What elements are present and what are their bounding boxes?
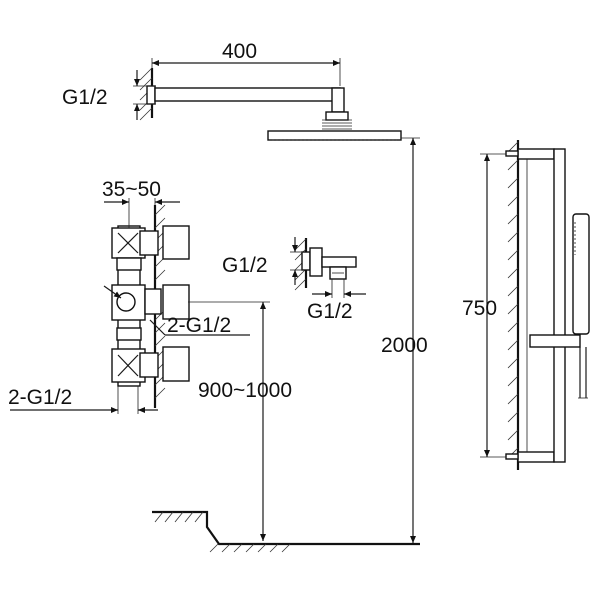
diverter-handle-bottom[interactable] bbox=[162, 346, 190, 382]
label-arm-thread: G1/2 bbox=[62, 86, 108, 109]
label-total-height: 2000 bbox=[381, 334, 428, 357]
thermostat-cartridge bbox=[103, 284, 162, 321]
floor-line bbox=[152, 510, 420, 553]
dimension-valve-inlet: 2-G1/2 bbox=[8, 386, 158, 414]
shower-hose bbox=[579, 347, 587, 398]
connector-lower bbox=[116, 327, 142, 341]
rail-bracket-bottom bbox=[517, 451, 555, 463]
label-arm-length: 400 bbox=[222, 40, 257, 63]
dimension-rail-length: 750 bbox=[462, 153, 506, 458]
shower-arm-assembly: 400 G1/2 bbox=[62, 40, 402, 141]
dimension-total-height: 2000 bbox=[381, 137, 428, 543]
handshower-holder[interactable] bbox=[529, 334, 581, 348]
top-cartridge bbox=[111, 227, 159, 259]
elbow-arm bbox=[321, 256, 357, 268]
shower-arm bbox=[154, 87, 341, 102]
thermostatic-valve-assembly: 35~50 2-G1/2 2-G1/2 bbox=[8, 178, 250, 414]
dimension-arm-thread: G1/2 bbox=[62, 70, 156, 120]
label-elbow-left: G1/2 bbox=[222, 254, 268, 277]
slide-rail-assembly: 750 bbox=[462, 140, 590, 470]
label-rail-length: 750 bbox=[462, 297, 497, 320]
rail-bracket-top bbox=[517, 148, 555, 160]
dimension-valve-height: 900~1000 bbox=[188, 301, 292, 541]
ball-joint-ribs bbox=[322, 119, 352, 130]
label-valve-height: 900~1000 bbox=[198, 379, 292, 402]
arm-elbow bbox=[331, 87, 345, 113]
label-elbow-bottom: G1/2 bbox=[307, 300, 353, 323]
slide-rail-bar bbox=[553, 148, 566, 463]
label-valve-inlet: 2-G1/2 bbox=[8, 386, 72, 409]
diverter-handle-top[interactable] bbox=[162, 225, 190, 260]
elbow-flange bbox=[301, 251, 311, 271]
ball-joint bbox=[325, 111, 349, 121]
dimension-elbow-bottom: G1/2 bbox=[307, 279, 366, 323]
rail-screw-top bbox=[505, 150, 519, 157]
rail-wall bbox=[507, 140, 520, 470]
label-wall-depth: 35~50 bbox=[102, 178, 161, 201]
wall-elbow-assembly: G1/2 G1/2 bbox=[222, 237, 366, 323]
label-valve-outlet: 2-G1/2 bbox=[167, 314, 231, 337]
connector-upper bbox=[116, 257, 142, 271]
arm-flange bbox=[146, 85, 156, 105]
dimension-arm-length: 400 bbox=[151, 40, 341, 86]
rain-shower-head bbox=[267, 130, 402, 141]
bottom-cartridge bbox=[111, 348, 159, 383]
dimension-wall-depth: 35~50 bbox=[102, 178, 180, 228]
dimension-valve-outlet: 2-G1/2 bbox=[149, 314, 250, 337]
elbow-body bbox=[309, 247, 323, 277]
dimension-elbow-left: G1/2 bbox=[222, 237, 303, 285]
hand-shower bbox=[572, 213, 590, 335]
rail-screw-bottom bbox=[505, 453, 519, 460]
